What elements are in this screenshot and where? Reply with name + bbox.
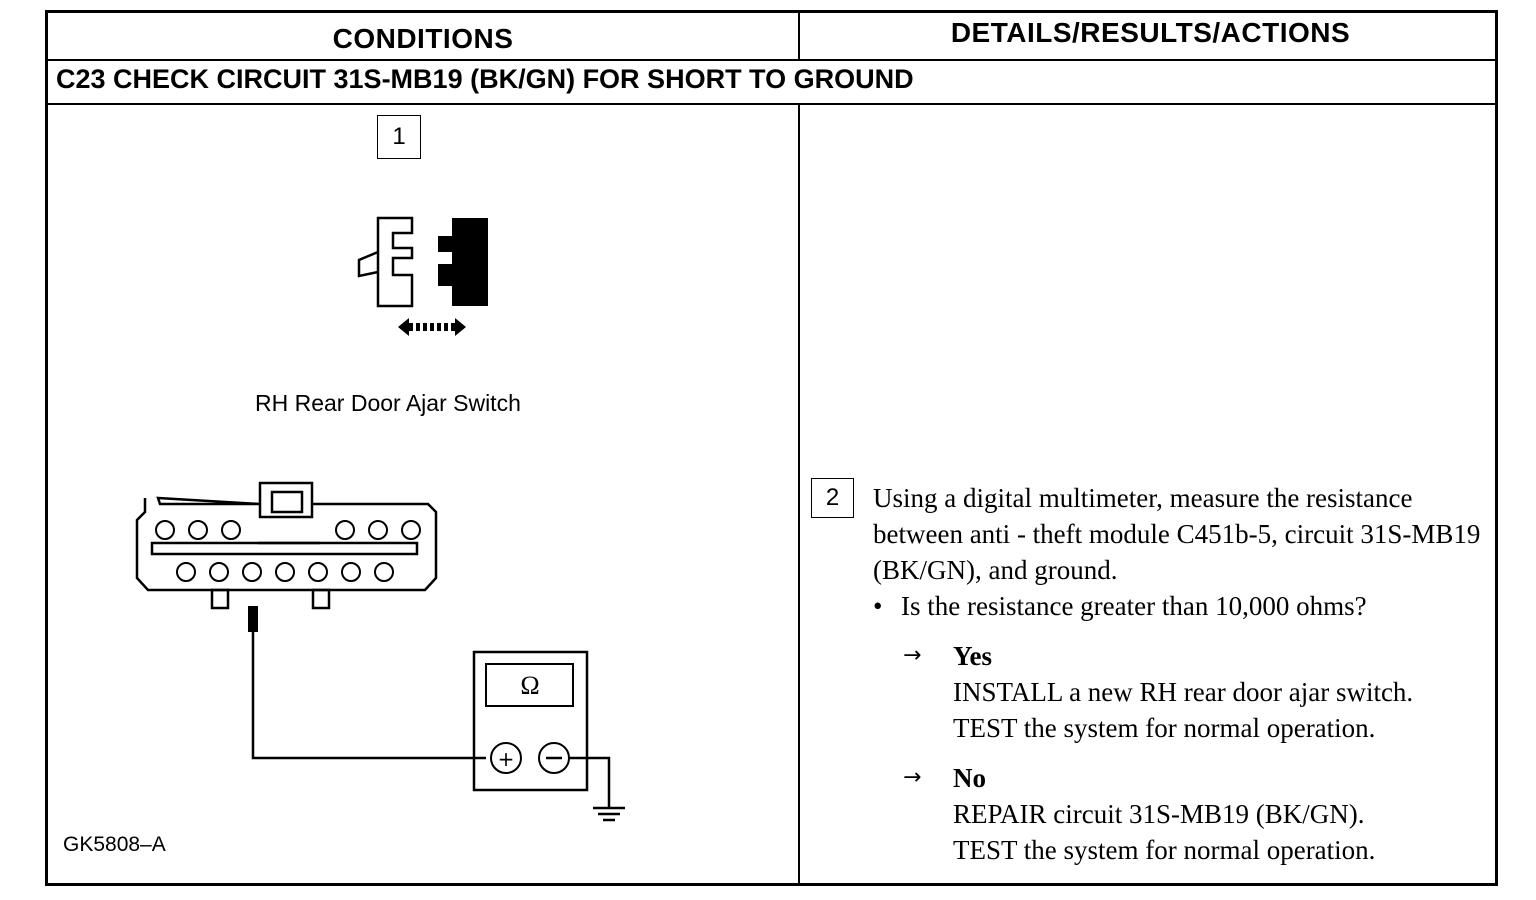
step-title: C23 CHECK CIRCUIT 31S-MB19 (BK/GN) FOR S…: [48, 59, 1495, 105]
result-yes-label: Yes: [953, 641, 992, 671]
question-item: • Is the resistance greater than 10,000 …: [873, 588, 1483, 624]
figure-id: GK5808–A: [63, 833, 166, 856]
switch-label: RH Rear Door Ajar Switch: [255, 390, 521, 416]
details-content: Using a digital multimeter, measure the …: [873, 480, 1483, 868]
table-header-row: CONDITIONS DETAILS/RESULTS/ACTIONS: [48, 13, 1495, 61]
result-yes-action-1: INSTALL a new RH rear door ajar switch.: [953, 677, 1414, 707]
result-no: → No REPAIR circuit 31S-MB19 (BK/GN). TE…: [903, 760, 1483, 868]
instruction-text: Using a digital multimeter, measure the …: [873, 483, 1481, 585]
result-no-label: No: [953, 763, 986, 793]
diagnostic-table: CONDITIONS DETAILS/RESULTS/ACTIONS C23 C…: [45, 10, 1498, 886]
column-divider: [798, 105, 800, 886]
result-yes: → Yes INSTALL a new RH rear door ajar sw…: [903, 638, 1483, 746]
step-number-1: 1: [377, 115, 421, 159]
header-conditions: CONDITIONS: [48, 13, 800, 59]
result-yes-action-2: TEST the system for normal operation.: [953, 713, 1376, 743]
result-no-action-2: TEST the system for normal operation.: [953, 835, 1376, 865]
arrow-right-icon: →: [903, 765, 922, 790]
arrow-right-icon: →: [903, 643, 922, 668]
result-no-action-1: REPAIR circuit 31S-MB19 (BK/GN).: [953, 799, 1365, 829]
step-number-2: 2: [811, 478, 854, 518]
header-details: DETAILS/RESULTS/ACTIONS: [950, 17, 1351, 48]
bullet-icon: •: [873, 591, 883, 621]
question-text: Is the resistance greater than 10,000 oh…: [901, 591, 1367, 621]
